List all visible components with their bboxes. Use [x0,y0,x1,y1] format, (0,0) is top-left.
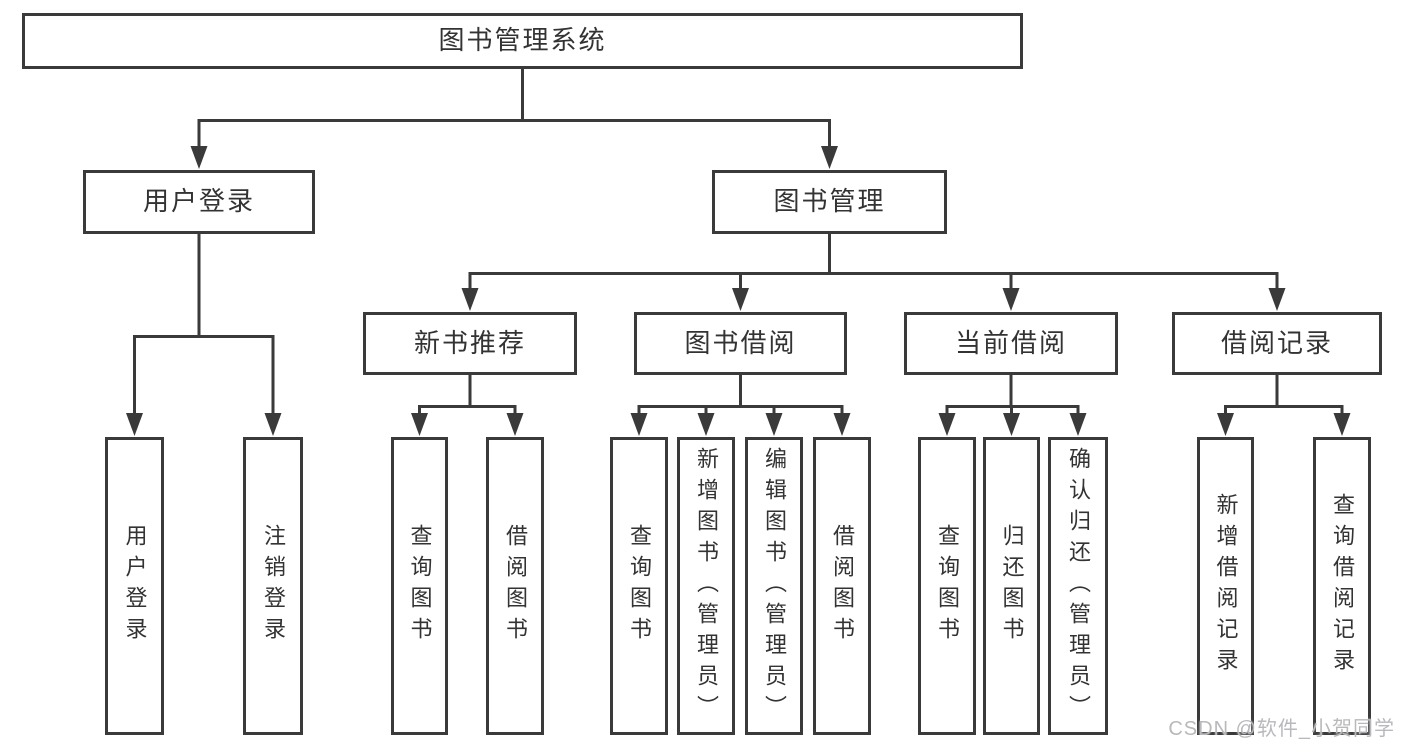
node-label: 新书推荐 [413,327,526,358]
node-label: 图书借阅 [684,327,797,358]
node-v-borrow-book-2: 借阅图书 [813,437,871,735]
node-label: 新增借阅记录 [1213,493,1239,679]
node-label: 用户登录 [122,524,148,648]
node-user-login: 用户登录 [83,170,315,234]
node-v-logout: 注销登录 [243,437,303,735]
node-label: 图书管理 [773,186,886,217]
node-label: 确认归还（管理员） [1066,446,1091,726]
node-label: 用户登录 [142,186,255,217]
node-borrow-records: 借阅记录 [1172,312,1382,375]
node-book-borrow: 图书借阅 [634,312,847,375]
node-label: 查询图书 [627,524,652,648]
node-v-add-record: 新增借阅记录 [1197,437,1254,735]
node-v-borrow-book-1: 借阅图书 [486,437,544,735]
node-label: 归还图书 [999,524,1025,648]
node-label: 新增图书（管理员） [694,446,719,726]
node-label: 借阅记录 [1220,327,1333,358]
node-label: 查询图书 [935,524,960,648]
node-new-book-rec: 新书推荐 [363,312,577,375]
node-root: 图书管理系统 [22,13,1023,69]
node-label: 查询图书 [407,524,433,648]
node-label: 注销登录 [261,524,286,648]
node-v-query-book-1: 查询图书 [391,437,448,735]
node-v-query-book-3: 查询图书 [918,437,976,735]
watermark-text: CSDN @软件_小贺同学 [1168,718,1395,740]
node-v-query-book-2: 查询图书 [610,437,668,735]
node-label: 借阅图书 [503,524,528,648]
node-v-confirm-return: 确认归还（管理员） [1048,437,1108,735]
node-label: 编辑图书（管理员） [762,446,787,726]
node-v-add-book: 新增图书（管理员） [677,437,735,735]
node-label: 查询借阅记录 [1330,493,1355,679]
node-label: 当前借阅 [954,327,1067,358]
node-v-edit-book: 编辑图书（管理员） [745,437,803,735]
node-v-query-record: 查询借阅记录 [1313,437,1371,735]
node-current-borrow: 当前借阅 [904,312,1118,375]
node-label: 图书管理系统 [438,25,607,56]
node-v-user-login: 用户登录 [105,437,164,735]
node-book-mgmt: 图书管理 [712,170,947,234]
node-v-return-book: 归还图书 [983,437,1040,735]
node-label: 借阅图书 [830,524,855,648]
